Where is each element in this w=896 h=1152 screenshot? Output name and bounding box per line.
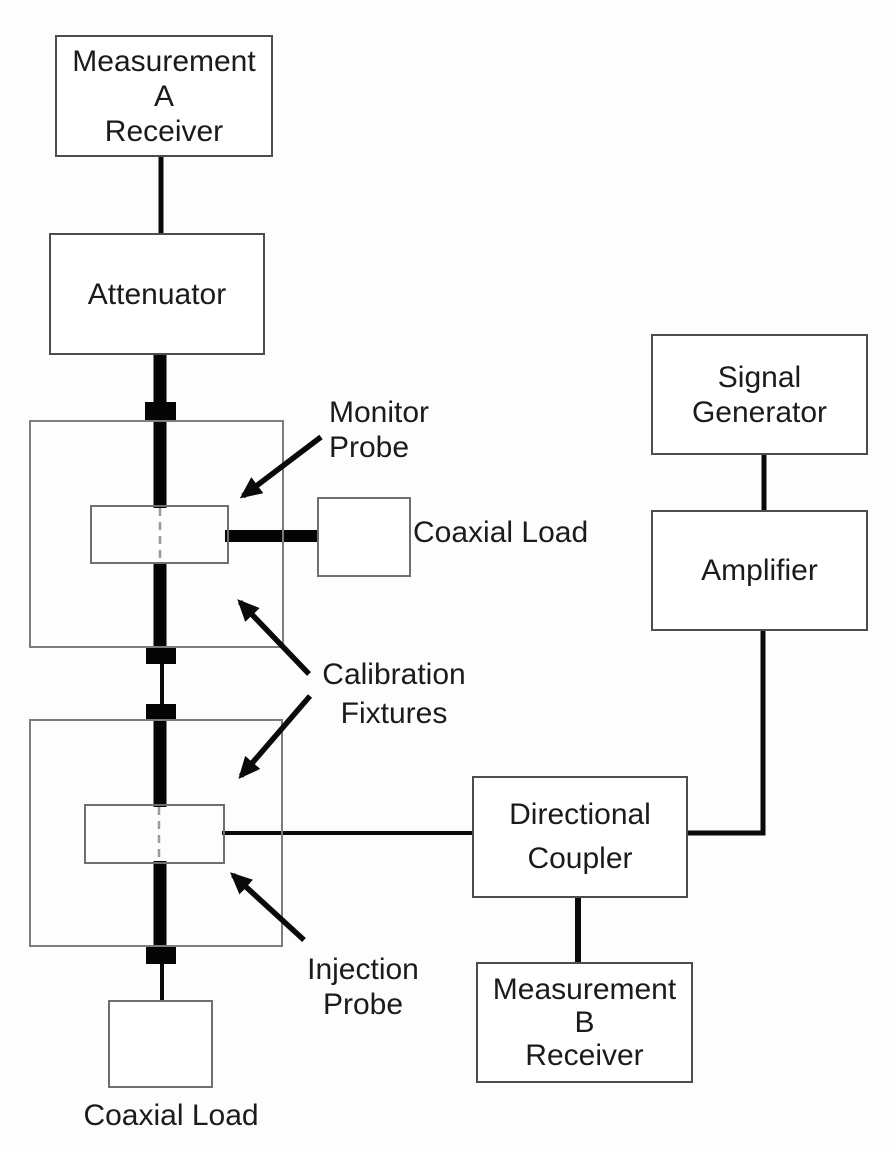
measurement-a-receiver-box: Measurement A Receiver	[55, 35, 273, 157]
calibration-fixture-bottom	[29, 719, 283, 947]
coaxial-load-right-label: Coaxial Load	[413, 516, 589, 549]
signal-generator-box: Signal Generator	[651, 334, 868, 455]
directional-coupler-label: Directional Coupler	[509, 798, 651, 875]
coaxial-load-right-box	[317, 497, 411, 577]
injection-probe-arrow-icon	[230, 872, 306, 943]
calibration-fixtures-arrow-top-icon	[237, 599, 311, 676]
monitor-probe-arrow-icon	[239, 434, 323, 499]
connector-block-fixture1-top	[145, 402, 176, 420]
connector-block-fixture1-bottom	[146, 648, 176, 664]
injection-probe-label: Injection Probe	[307, 953, 419, 1021]
amplifier-label: Amplifier	[701, 554, 818, 587]
calibration-fixture-top	[29, 420, 284, 648]
measurement-a-receiver-label: Measurement A Receiver	[72, 44, 256, 148]
connector-block-fixture2-top	[146, 704, 176, 719]
injection-probe-box	[84, 804, 225, 864]
measurement-b-receiver-label: Measurement B Receiver	[492, 973, 677, 1072]
directional-coupler-box: Directional Coupler	[472, 776, 688, 898]
monitor-probe-label: Monitor Probe	[329, 396, 430, 464]
attenuator-label: Attenuator	[87, 277, 227, 311]
calibration-fixtures-arrow-bottom-icon	[238, 694, 313, 780]
coaxial-load-bottom-box	[108, 1000, 213, 1088]
monitor-probe-box	[90, 505, 229, 564]
connector-block-fixture2-bottom	[146, 947, 176, 964]
coaxial-load-bottom-label: Coaxial Load	[83, 1099, 259, 1132]
signal-generator-label: Signal Generator	[691, 360, 828, 429]
amplifier-box: Amplifier	[651, 510, 868, 631]
measurement-b-receiver-box: Measurement B Receiver	[476, 962, 693, 1083]
attenuator-box: Attenuator	[49, 233, 265, 355]
calibration-fixtures-label: Calibration Fixtures	[322, 658, 466, 730]
